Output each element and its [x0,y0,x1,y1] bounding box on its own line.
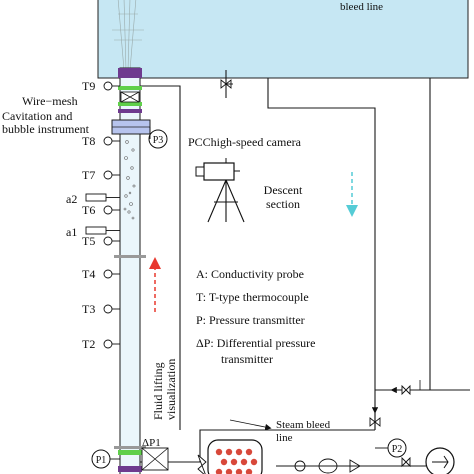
heater-rods [215,448,258,474]
descent-label-line1: Descent [264,183,303,197]
p1-label: P1 [96,455,107,466]
sensor-p1: P1 [91,449,120,469]
t5-label: T5 [82,234,95,248]
sensor-t5: T5 [82,234,120,248]
probe-a1: a1 [66,225,120,239]
upper-tank: bleed line [97,0,469,98]
sensor-t9: T9 [82,79,120,93]
thermocouples: T9 T8 T7 T6 T5 T4 T3 [82,79,120,351]
cavitation-label-line1: Cavitation and [2,109,72,123]
conductivity-probes: a2 a1 [66,192,120,239]
spray-plume [112,0,144,71]
flange-lower [114,446,146,449]
bottom-components: Steam bleed line [197,380,455,474]
legend-p: P: Pressure transmitter [196,313,305,327]
steam-bleed-label-line1: Steam bleed [276,419,331,431]
valve-bottom-right-icon [401,456,411,468]
t3-label: T3 [82,302,95,316]
a2-label: a2 [66,192,77,206]
t8-label: T8 [82,134,95,148]
ring-top-purple [118,68,142,78]
p2-label: P2 [392,444,403,455]
a1-label: a1 [66,225,77,239]
bleed-line-label: bleed line [340,1,383,13]
sensor-t7: T7 [82,168,120,182]
wire-mesh-icon [120,91,140,103]
sensor-t4: T4 [82,267,120,281]
pump-icon [425,447,455,474]
ring-mid-green [118,102,142,106]
sensor-t8: T8 [82,134,120,148]
sensor-t2: T2 [82,337,120,351]
camera-body-icon [203,162,235,181]
valve-right-icon [401,384,411,396]
heater-vessel [207,439,263,474]
flange-upper [114,255,146,258]
ring-top-green [118,86,142,90]
lifting-label-line2: visualization [164,359,178,420]
pressure-transmitters: P3 P1 P2 ΔP1 [91,127,407,469]
steam-bleed-label-line2: line [276,432,293,444]
t7-label: T7 [82,168,95,182]
legend-a: A: Conductivity probe [196,267,304,281]
sensor-p3: P3 [148,127,168,149]
t4-label: T4 [82,267,95,281]
sensor-p2: P2 [375,438,407,458]
descent-label-line2: section [266,197,300,211]
legend-dp-line1: ΔP: Differential pressure [196,336,315,350]
bubbles [123,140,136,220]
sensor-t6: T6 [82,203,120,217]
t9-label: T9 [82,79,95,93]
t6-label: T6 [82,203,95,217]
wire-mesh-label: Wire−mesh [22,94,78,108]
high-speed-camera: PCChigh-speed camera [188,135,302,223]
ring-mid-purple [118,109,142,113]
camera-label: PCChigh-speed camera [188,135,302,149]
lifting-label-line1: Fluid lifting [151,362,165,420]
legend-t: T: T-type thermocouple [196,290,309,304]
ring-bottom-purple [118,466,142,472]
valve-left-icon [197,454,207,474]
loop-piping [140,78,470,463]
p3-label: P3 [153,135,164,146]
tank-body [97,0,469,79]
legend-dp-line2: transmitter [221,352,273,366]
tripod-icon [207,179,245,223]
valve-p2-icon [369,417,381,427]
probe-a2: a2 [66,192,120,206]
legend: A: Conductivity probe T: T-type thermoco… [196,267,315,366]
cavitation-label-line2: bubble instrument [2,122,90,136]
t2-label: T2 [82,337,95,351]
riser-column [111,67,169,474]
dp1-label: ΔP1 [142,437,161,449]
ring-bottom-green [118,450,142,455]
sensor-t3: T3 [82,302,120,316]
